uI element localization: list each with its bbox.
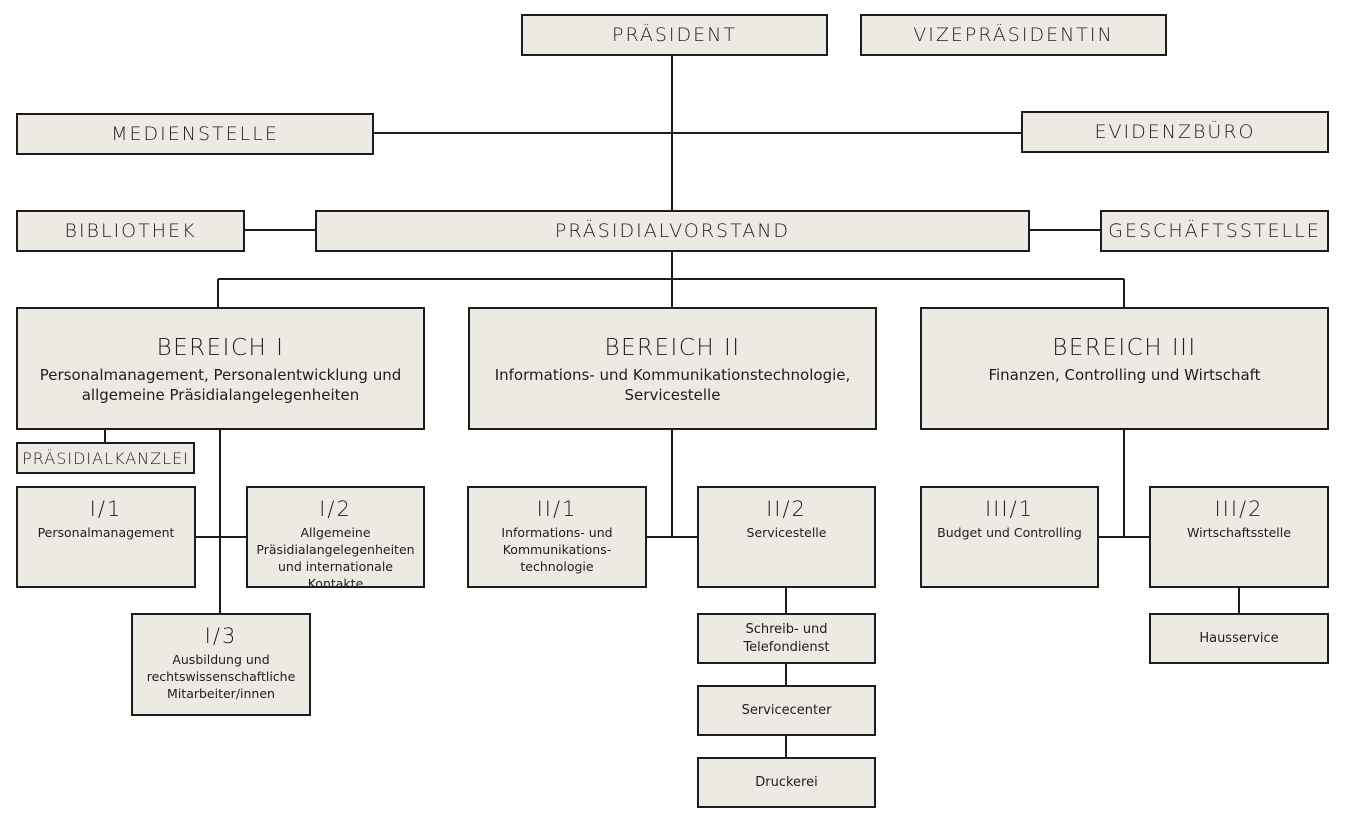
unit-iii-1-number: III/1 (984, 497, 1035, 521)
bereich-1-box: BEREICH I Personalmanagement, Personalen… (16, 307, 425, 430)
evidenzbuero-box: EVIDENZBÜRO (1021, 111, 1329, 153)
bereich-2-box: BEREICH II Informations- und Kommunikati… (468, 307, 877, 430)
unit-i-1-box: I/1 Personalmanagement (16, 486, 196, 588)
unit-i-3-number: I/3 (204, 624, 238, 648)
unit-i-1-number: I/1 (89, 497, 123, 521)
unit-ii-1-box: II/1 Informations- und Kommunikations-te… (467, 486, 647, 588)
druckerei-box: Druckerei (697, 757, 876, 808)
vizepraesidentin-box: VIZEPRÄSIDENTIN (860, 14, 1167, 56)
unit-i-2-box: I/2 Allgemeine Präsidialangelegenheiten … (246, 486, 425, 591)
praesident-box: PRÄSIDENT (521, 14, 828, 56)
bereich-1-title: BEREICH I (156, 335, 285, 361)
unit-ii-1-description: Informations- und Kommunikations-technol… (501, 525, 613, 574)
unit-i-2-number: I/2 (319, 497, 352, 521)
praesidialvorstand-box: PRÄSIDIALVORSTAND (315, 210, 1030, 252)
bereich-1-subtitle: Personalmanagement, Personalentwicklung … (39, 366, 402, 404)
unit-ii-2-description: Servicestelle (746, 525, 827, 540)
unit-i-2-description: Allgemeine Präsidialangelegenheiten und … (256, 525, 415, 591)
praesidialkanzlei-box: PRÄSIDIALKANZLEI (16, 442, 195, 474)
unit-i-1-description: Personalmanagement (37, 525, 175, 540)
unit-iii-1-description: Budget und Controlling (937, 525, 1082, 540)
unit-iii-1-box: III/1 Budget und Controlling (920, 486, 1099, 588)
medienstelle-box: MEDIENSTELLE (16, 113, 374, 155)
unit-i-3-description: Ausbildung und rechtswissenschaftliche M… (146, 652, 296, 701)
schreib-telefondienst-box: Schreib- und Telefondienst (697, 613, 876, 664)
unit-iii-2-box: III/2 Wirtschaftsstelle (1149, 486, 1329, 588)
unit-iii-2-number: III/2 (1214, 497, 1264, 521)
bereich-3-title: BEREICH III (1052, 335, 1197, 361)
unit-ii-2-box: II/2 Servicestelle (697, 486, 876, 588)
unit-ii-2-number: II/2 (766, 497, 807, 521)
bereich-3-box: BEREICH III Finanzen, Controlling und Wi… (920, 307, 1329, 430)
unit-ii-1-number: II/1 (536, 497, 578, 521)
unit-i-3-box: I/3 Ausbildung und rechtswissenschaftlic… (131, 613, 311, 716)
unit-iii-2-description: Wirtschaftsstelle (1187, 525, 1291, 540)
bereich-3-subtitle: Finanzen, Controlling und Wirtschaft (988, 366, 1261, 384)
bereich-2-title: BEREICH II (604, 335, 741, 361)
bereich-2-subtitle: Informations- und Kommunikationstechnolo… (494, 366, 851, 404)
bibliothek-box: BIBLIOTHEK (16, 210, 245, 252)
geschaeftsstelle-box: GESCHÄFTSSTELLE (1100, 210, 1329, 252)
servicecenter-box: Servicecenter (697, 685, 876, 736)
hausservice-box: Hausservice (1149, 613, 1329, 664)
